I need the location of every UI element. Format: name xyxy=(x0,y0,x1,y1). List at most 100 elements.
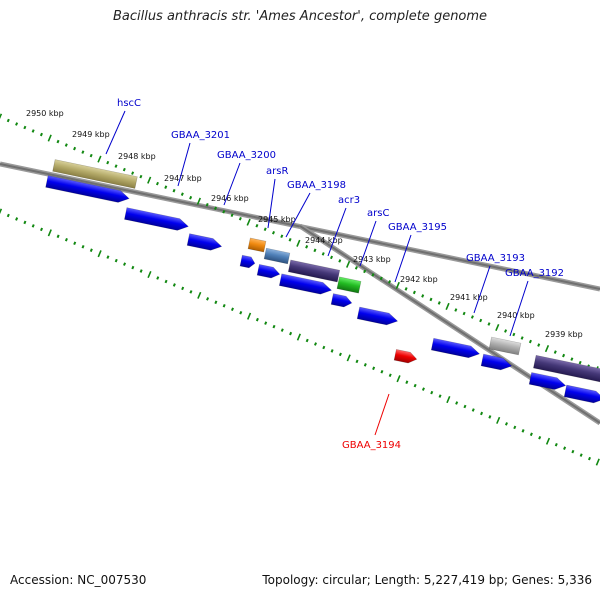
gene-arrow-forward-body xyxy=(278,273,333,295)
ruler-minor-tick xyxy=(222,209,226,214)
gene-leader-line xyxy=(285,192,311,238)
ruler-major-tick xyxy=(346,354,351,362)
gene-label-hscc: hscC xyxy=(117,98,141,109)
ruler-tick-label: 2949 kbp xyxy=(72,130,110,139)
ruler-minor-tick xyxy=(421,294,425,298)
ruler-minor-tick xyxy=(338,259,342,263)
gene-arrow-forward-body xyxy=(430,337,481,359)
feature-green xyxy=(336,276,362,294)
gene-leader-line xyxy=(509,280,529,337)
ruler-major-tick xyxy=(595,458,600,466)
ruler-minor-tick xyxy=(271,231,276,235)
feature-steelblue xyxy=(263,247,291,265)
ruler-upper-rail xyxy=(0,113,599,374)
gene-leader-line xyxy=(374,393,390,436)
ruler-minor-tick xyxy=(131,265,135,270)
ruler-major-tick xyxy=(0,113,3,120)
gene-leader-line xyxy=(105,110,126,155)
ruler-tick-label: 2944 kbp xyxy=(305,236,343,245)
ruler-minor-tick xyxy=(255,223,259,228)
ruler-minor-tick xyxy=(371,273,375,277)
gene-arrow-forward xyxy=(256,264,281,279)
ruler-tick-label: 2948 kbp xyxy=(118,152,156,161)
ruler-minor-tick xyxy=(288,238,292,242)
ruler-tick-label: 2942 kbp xyxy=(400,275,438,284)
gene-arrow-forward xyxy=(124,207,189,231)
ruler-minor-tick xyxy=(314,342,318,346)
ruler-minor-tick xyxy=(73,241,77,246)
ruler-major-tick xyxy=(495,323,500,332)
ruler-major-tick xyxy=(47,134,52,142)
gene-arrow-forward-body xyxy=(563,384,600,404)
ruler-minor-tick xyxy=(537,343,541,347)
ruler-minor-tick xyxy=(570,357,574,361)
gene-arrow-forward xyxy=(430,337,481,359)
ruler-minor-tick xyxy=(372,366,376,371)
ruler-minor-tick xyxy=(421,387,425,391)
ruler-major-tick xyxy=(97,155,102,163)
gene-leader-line xyxy=(473,265,491,314)
ruler-minor-tick xyxy=(172,188,176,193)
ruler-major-tick xyxy=(296,333,301,341)
accession-text: Accession: NC_007530 xyxy=(10,573,147,587)
ruler-major-tick xyxy=(496,416,501,424)
ruler-tick-label: 2946 kbp xyxy=(211,194,249,203)
ruler-minor-tick xyxy=(388,373,392,378)
ruler-minor-tick xyxy=(73,146,77,151)
ruler-minor-tick xyxy=(280,234,284,239)
ruler-minor-tick xyxy=(404,287,408,291)
ruler-minor-tick xyxy=(155,181,159,186)
ruler-tick-label: 2941 kbp xyxy=(450,293,488,302)
gene-arrow-forward xyxy=(278,273,333,295)
gene-label-arsr: arsR xyxy=(266,166,288,177)
ruler-minor-tick xyxy=(520,336,524,340)
ruler-minor-tick xyxy=(189,195,193,200)
ruler-minor-tick xyxy=(280,328,284,332)
ruler-minor-tick xyxy=(114,164,118,168)
ruler-minor-tick xyxy=(264,321,268,325)
ruler-minor-tick xyxy=(139,174,143,179)
genome-summary-text: Topology: circular; Length: 5,227,419 bp… xyxy=(262,573,592,587)
ruler-minor-tick xyxy=(529,432,533,437)
ruler-minor-tick xyxy=(214,300,218,305)
ruler-minor-tick xyxy=(164,185,168,189)
gene-arrow-forward xyxy=(45,175,130,203)
ruler-minor-tick xyxy=(31,129,35,133)
ruler-minor-tick xyxy=(6,118,10,123)
feature-gray xyxy=(488,336,522,356)
ruler-minor-tick xyxy=(480,411,484,416)
ruler-minor-tick xyxy=(164,279,168,284)
ruler-minor-tick xyxy=(380,370,384,374)
gene-leader-line xyxy=(359,220,377,267)
gene-arrow-forward xyxy=(356,306,399,326)
ruler-minor-tick xyxy=(181,286,185,291)
ruler-minor-tick xyxy=(554,442,558,447)
ruler-minor-tick xyxy=(6,213,10,218)
ruler-minor-tick xyxy=(587,456,591,461)
ruler-major-tick xyxy=(47,229,52,237)
ruler-minor-tick xyxy=(321,252,325,256)
gene-arrow-forward xyxy=(528,372,567,390)
ruler-minor-tick xyxy=(504,422,508,426)
gene-arrow-forward-body xyxy=(186,233,223,251)
ruler-major-tick xyxy=(445,302,450,310)
ruler-minor-tick xyxy=(263,227,267,232)
ruler-minor-tick xyxy=(122,167,126,172)
gene-arrow-forward xyxy=(186,233,223,251)
ruler-minor-tick xyxy=(471,408,475,412)
ruler-major-tick xyxy=(395,281,400,289)
ruler-minor-tick xyxy=(562,353,566,358)
feature-steelblue-body xyxy=(263,247,291,265)
gene-leader-line xyxy=(267,178,276,229)
ruler-minor-tick xyxy=(563,446,567,450)
gene-leader-line xyxy=(394,234,412,283)
ruler-tick-label: 2939 kbp xyxy=(545,330,583,339)
ruler-minor-tick xyxy=(412,290,416,295)
ruler-minor-tick xyxy=(379,276,383,281)
map-title: Bacillus anthracis str. 'Ames Ancestor',… xyxy=(112,9,488,24)
gene-arrow-forward-body xyxy=(330,293,353,308)
ruler-minor-tick xyxy=(64,238,68,242)
gene-arrow-forward xyxy=(480,353,513,371)
ruler-lower-rail xyxy=(0,208,600,466)
ruler-minor-tick xyxy=(538,435,542,440)
